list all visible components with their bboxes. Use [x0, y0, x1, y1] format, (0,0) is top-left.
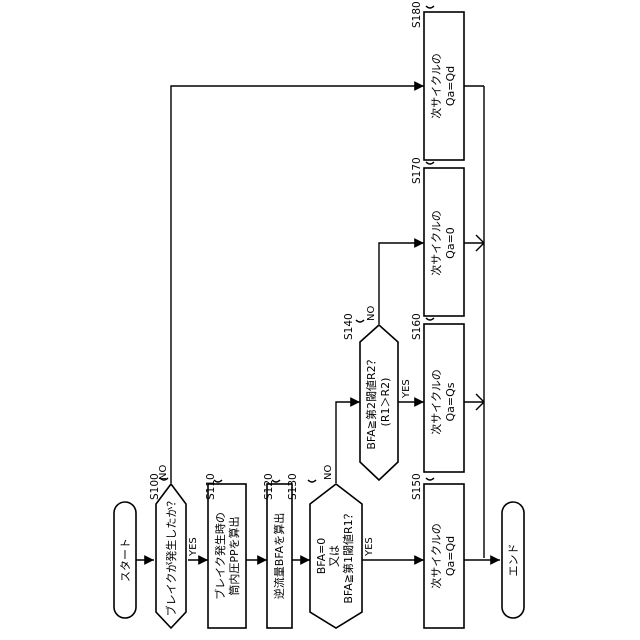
s170-line1: 次サイクルの	[429, 210, 443, 275]
s130-line1: BFA=0	[315, 538, 328, 575]
end-terminal: エンド	[502, 502, 524, 618]
s140-yes-label: YES	[401, 379, 412, 399]
s160-id: S160	[411, 313, 423, 340]
s180-id: S180	[411, 1, 423, 28]
s140-no-label: NO	[366, 306, 377, 321]
s150-line2: Qa=Qd	[444, 536, 457, 576]
s170-line2: Qa=0	[444, 227, 457, 259]
s110-line2: 筒内圧PPを算出	[227, 516, 241, 595]
start-terminal: スタート	[114, 502, 136, 618]
process-s110: ブレイク発生時の 筒内圧PPを算出 S110	[205, 473, 246, 628]
s120-id: S120	[263, 473, 275, 500]
process-s150: 次サイクルの Qa=Qd S150	[411, 473, 464, 628]
s110-line1: ブレイク発生時の	[213, 512, 227, 600]
decision-s130: BFA=0 又は BFA≧第1閾値R1？ S130	[287, 473, 362, 628]
s130-id: S130	[287, 473, 299, 500]
s160-line1: 次サイクルの	[429, 369, 443, 434]
end-label: エンド	[507, 544, 520, 577]
s170-id: S170	[411, 157, 423, 184]
s130-line3: BFA≧第1閾値R1？	[341, 508, 355, 603]
decision-s100: ブレイクが発生したか？ S100	[149, 473, 186, 628]
s120-text: 逆流量BFAを算出	[272, 513, 286, 599]
s160-line2: Qa=Qs	[444, 382, 457, 421]
s100-yes-label: YES	[188, 537, 199, 557]
s130-no-label: NO	[323, 465, 334, 480]
s110-id: S110	[205, 473, 217, 500]
s150-line1: 次サイクルの	[429, 523, 443, 588]
process-s160: 次サイクルの Qa=Qs S160	[411, 313, 464, 472]
s180-line2: Qa=Qd	[444, 66, 457, 106]
start-label: スタート	[119, 538, 132, 582]
s100-text: ブレイクが発生したか？	[164, 496, 178, 617]
s140-id: S140	[343, 313, 355, 340]
s100-no-label: NO	[158, 465, 169, 480]
decision-s140: BFA≧第2閾値R2？ (R1＞R2) S140	[343, 313, 398, 480]
s150-id: S150	[411, 473, 423, 500]
s140-line2: (R1＞R2)	[379, 378, 392, 427]
s130-line2: 又は	[328, 545, 341, 567]
process-s170: 次サイクルの Qa=0 S170	[411, 157, 464, 316]
s130-yes-label: YES	[364, 537, 375, 557]
process-s180: 次サイクルの Qa=Qd S180	[411, 1, 464, 160]
s140-line1: BFA≧第2閾値R2？	[364, 354, 378, 449]
s180-line1: 次サイクルの	[429, 53, 443, 118]
